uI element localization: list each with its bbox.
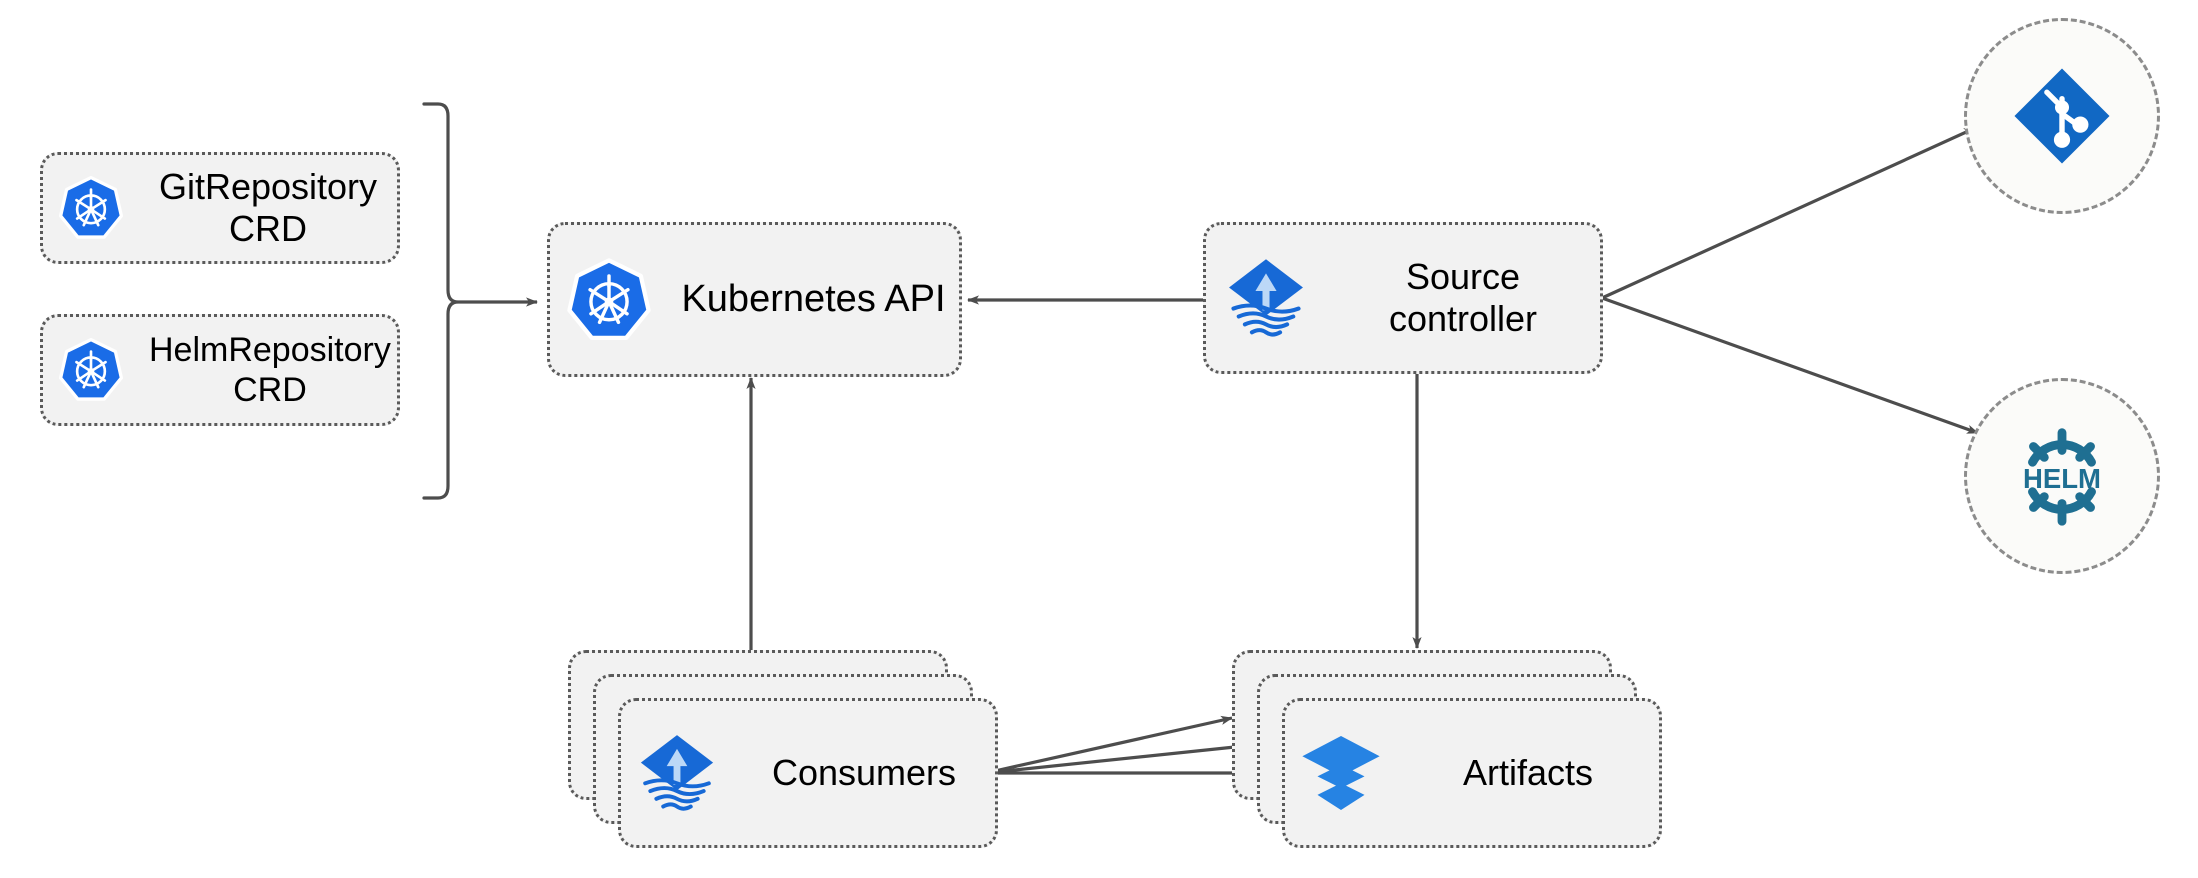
edge-source-controller-to-helm	[1601, 296, 1979, 435]
helm-icon: HELM	[2003, 417, 2121, 535]
node-git-repository-crd[interactable]: GitRepository CRD	[40, 152, 400, 264]
kubernetes-icon	[43, 337, 139, 403]
kubernetes-icon	[43, 175, 139, 241]
node-label: Artifacts	[1462, 751, 1594, 793]
node-label: Source controller	[1388, 255, 1538, 339]
node-source-controller[interactable]: Source controller	[1203, 222, 1603, 374]
node-helm-repository-crd[interactable]: HelmRepository CRD	[40, 314, 400, 426]
node-artifacts[interactable]: Artifacts	[1282, 698, 1662, 848]
edge-source-controller-to-git	[1601, 126, 1976, 300]
flux-icon	[621, 730, 733, 816]
node-label: HelmRepository CRD	[149, 330, 391, 409]
kubernetes-icon	[550, 257, 668, 343]
node-label: Kubernetes API	[681, 278, 946, 321]
node-label: Consumers	[771, 751, 957, 793]
layers-icon	[1285, 731, 1397, 815]
node-consumers[interactable]: Consumers	[618, 698, 998, 848]
node-helm-repository-source[interactable]: HELM	[1964, 378, 2160, 574]
node-kubernetes-api[interactable]: Kubernetes API	[547, 222, 962, 377]
git-icon	[2008, 62, 2116, 170]
node-label: GitRepository CRD	[158, 165, 378, 249]
crd-group-bracket	[422, 102, 459, 500]
flux-icon	[1206, 254, 1326, 342]
node-git-repository-source[interactable]	[1964, 18, 2160, 214]
edge-consumers-to-artifacts-2	[985, 741, 1255, 775]
svg-text:HELM: HELM	[2023, 463, 2101, 494]
edge-consumers-to-artifacts-1	[985, 715, 1233, 775]
